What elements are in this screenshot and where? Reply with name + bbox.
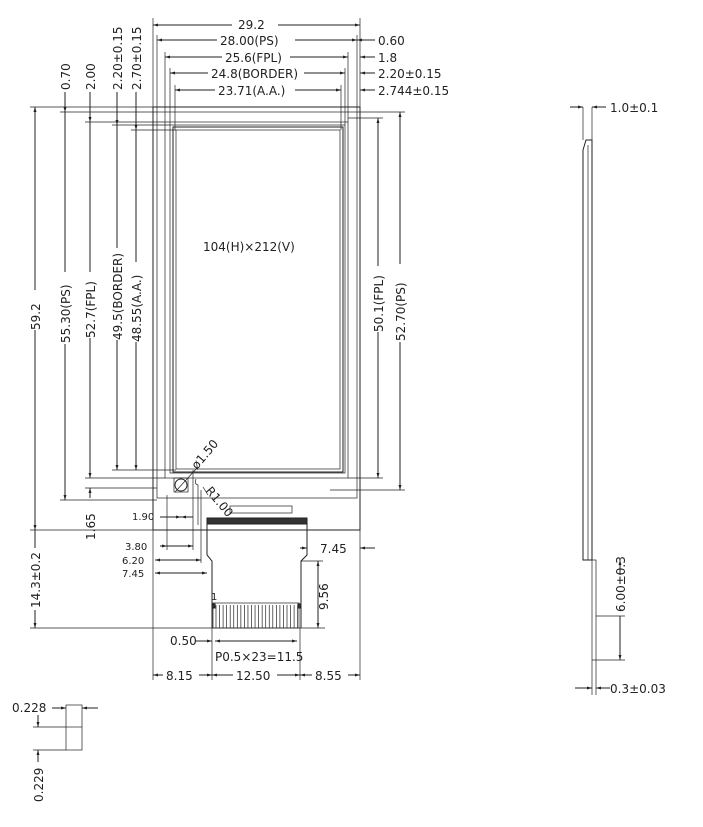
fpc-right-offset-label: 7.45 [320, 542, 347, 556]
pad-width-label: 0.228 [12, 701, 46, 715]
fpc-dim-7-45: 7.45 [122, 569, 144, 580]
border-width-label: 24.8(BORDER) [211, 67, 298, 81]
ps-height-label: 55.30(PS) [59, 284, 73, 343]
overall-height-label: 59.2 [29, 303, 43, 330]
pin1-label: 1 [211, 592, 217, 603]
fpc-dim-6-20: 6.20 [122, 556, 144, 567]
fpc-dim-1-90: 1.90 [132, 512, 154, 523]
fpc-outline [206, 505, 308, 629]
panel-outline [152, 106, 361, 531]
side-thickness-label: 1.0±0.1 [610, 101, 658, 115]
fpc-left-label: 8.15 [166, 669, 193, 683]
fpc-contacts [215, 605, 298, 628]
left-dimensions [30, 107, 360, 629]
fpl-height-label: 52.7(FPL) [84, 281, 98, 338]
top-left-offset-2: 2.20±0.15 [111, 27, 125, 91]
fpc-right-label: 8.55 [315, 669, 342, 683]
resolution-label: 104(H)×212(V) [203, 240, 295, 254]
pin-width-label: 0.50 [170, 634, 197, 648]
aa-width-label: 23.71(A.A.) [218, 84, 285, 98]
top-left-offset-1: 2.00 [84, 63, 98, 90]
top-left-offset-3: 2.70±0.15 [130, 27, 144, 91]
top-left-offset-0: 0.70 [59, 63, 73, 90]
pad-height-label: 0.229 [32, 768, 46, 802]
ps-width-label: 28.00(PS) [220, 34, 279, 48]
fpc-dimension-lines [152, 470, 375, 680]
overall-width-label: 29.2 [238, 18, 265, 32]
right-offset-arrows [357, 38, 375, 92]
right-fpl-height-label: 50.1(FPL) [372, 275, 386, 332]
right-offset-1: 1.8 [378, 51, 397, 65]
right-offset-0: 0.60 [378, 34, 405, 48]
right-offset-3: 2.744±0.15 [378, 84, 449, 98]
fpc-length-label: 14.3±0.2 [29, 552, 43, 608]
mounting-hole [173, 467, 209, 525]
aa-height-label: 48.55(A.A.) [130, 275, 144, 342]
right-ps-height-label: 52.70(PS) [394, 282, 408, 341]
fpc-tail-height-label: 9.56 [317, 583, 331, 610]
side-tail-label: 6.00±0.3 [614, 556, 628, 612]
side-view [570, 105, 625, 695]
pitch-label: P0.5×23=11.5 [215, 650, 303, 664]
side-fpc-thickness-label: 0.3±0.03 [610, 682, 666, 696]
bottom-offset-label: 1.65 [84, 513, 98, 540]
hole-radius-label: R1.00 [203, 484, 236, 520]
top-left-offset-arrows [30, 92, 176, 131]
pad-detail [33, 704, 98, 762]
fpc-dim-3-80: 3.80 [125, 542, 147, 553]
hole-diameter-label: ø1.50 [189, 437, 222, 472]
fpl-width-label: 25.6(FPL) [225, 51, 282, 65]
fpc-width-label: 12.50 [236, 669, 270, 683]
right-offset-2: 2.20±0.15 [378, 67, 442, 81]
border-height-label: 49.5(BORDER) [111, 253, 125, 340]
